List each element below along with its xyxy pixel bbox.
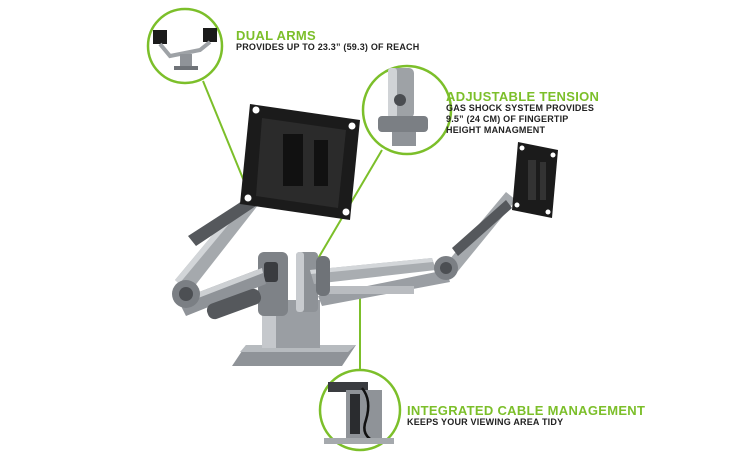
left-vesa-plate bbox=[240, 104, 360, 220]
right-vesa-plate bbox=[512, 142, 558, 218]
dual-arms-title: DUAL ARMS bbox=[236, 28, 316, 43]
adjustable-tension-thumbnail bbox=[361, 64, 453, 156]
dual-arms-description: PROVIDES UP TO 23.3” (59.3) OF REACH bbox=[236, 42, 420, 52]
cable-management-description: KEEPS YOUR VIEWING AREA TIDY bbox=[407, 417, 564, 427]
adjustable-tension-line-2: 9.5” (24 CM) OF FINGERTIP bbox=[446, 114, 569, 124]
adjustable-tension-line-3: HEIGHT MANAGMENT bbox=[446, 125, 546, 135]
adjustable-tension-title: ADJUSTABLE TENSION bbox=[446, 89, 600, 104]
desk-base bbox=[232, 345, 356, 366]
cable-management-thumbnail bbox=[318, 368, 402, 452]
mounting-post bbox=[258, 252, 320, 348]
cable-management-title: INTEGRATED CABLE MANAGEMENT bbox=[407, 403, 646, 418]
right-arm bbox=[310, 192, 516, 306]
adjustable-tension-line-1: GAS SHOCK SYSTEM PROVIDES bbox=[446, 103, 595, 113]
dual-arms-thumbnail bbox=[146, 7, 224, 85]
adjustable-tension-description: GAS SHOCK SYSTEM PROVIDES 9.5” (24 CM) O… bbox=[446, 103, 596, 136]
